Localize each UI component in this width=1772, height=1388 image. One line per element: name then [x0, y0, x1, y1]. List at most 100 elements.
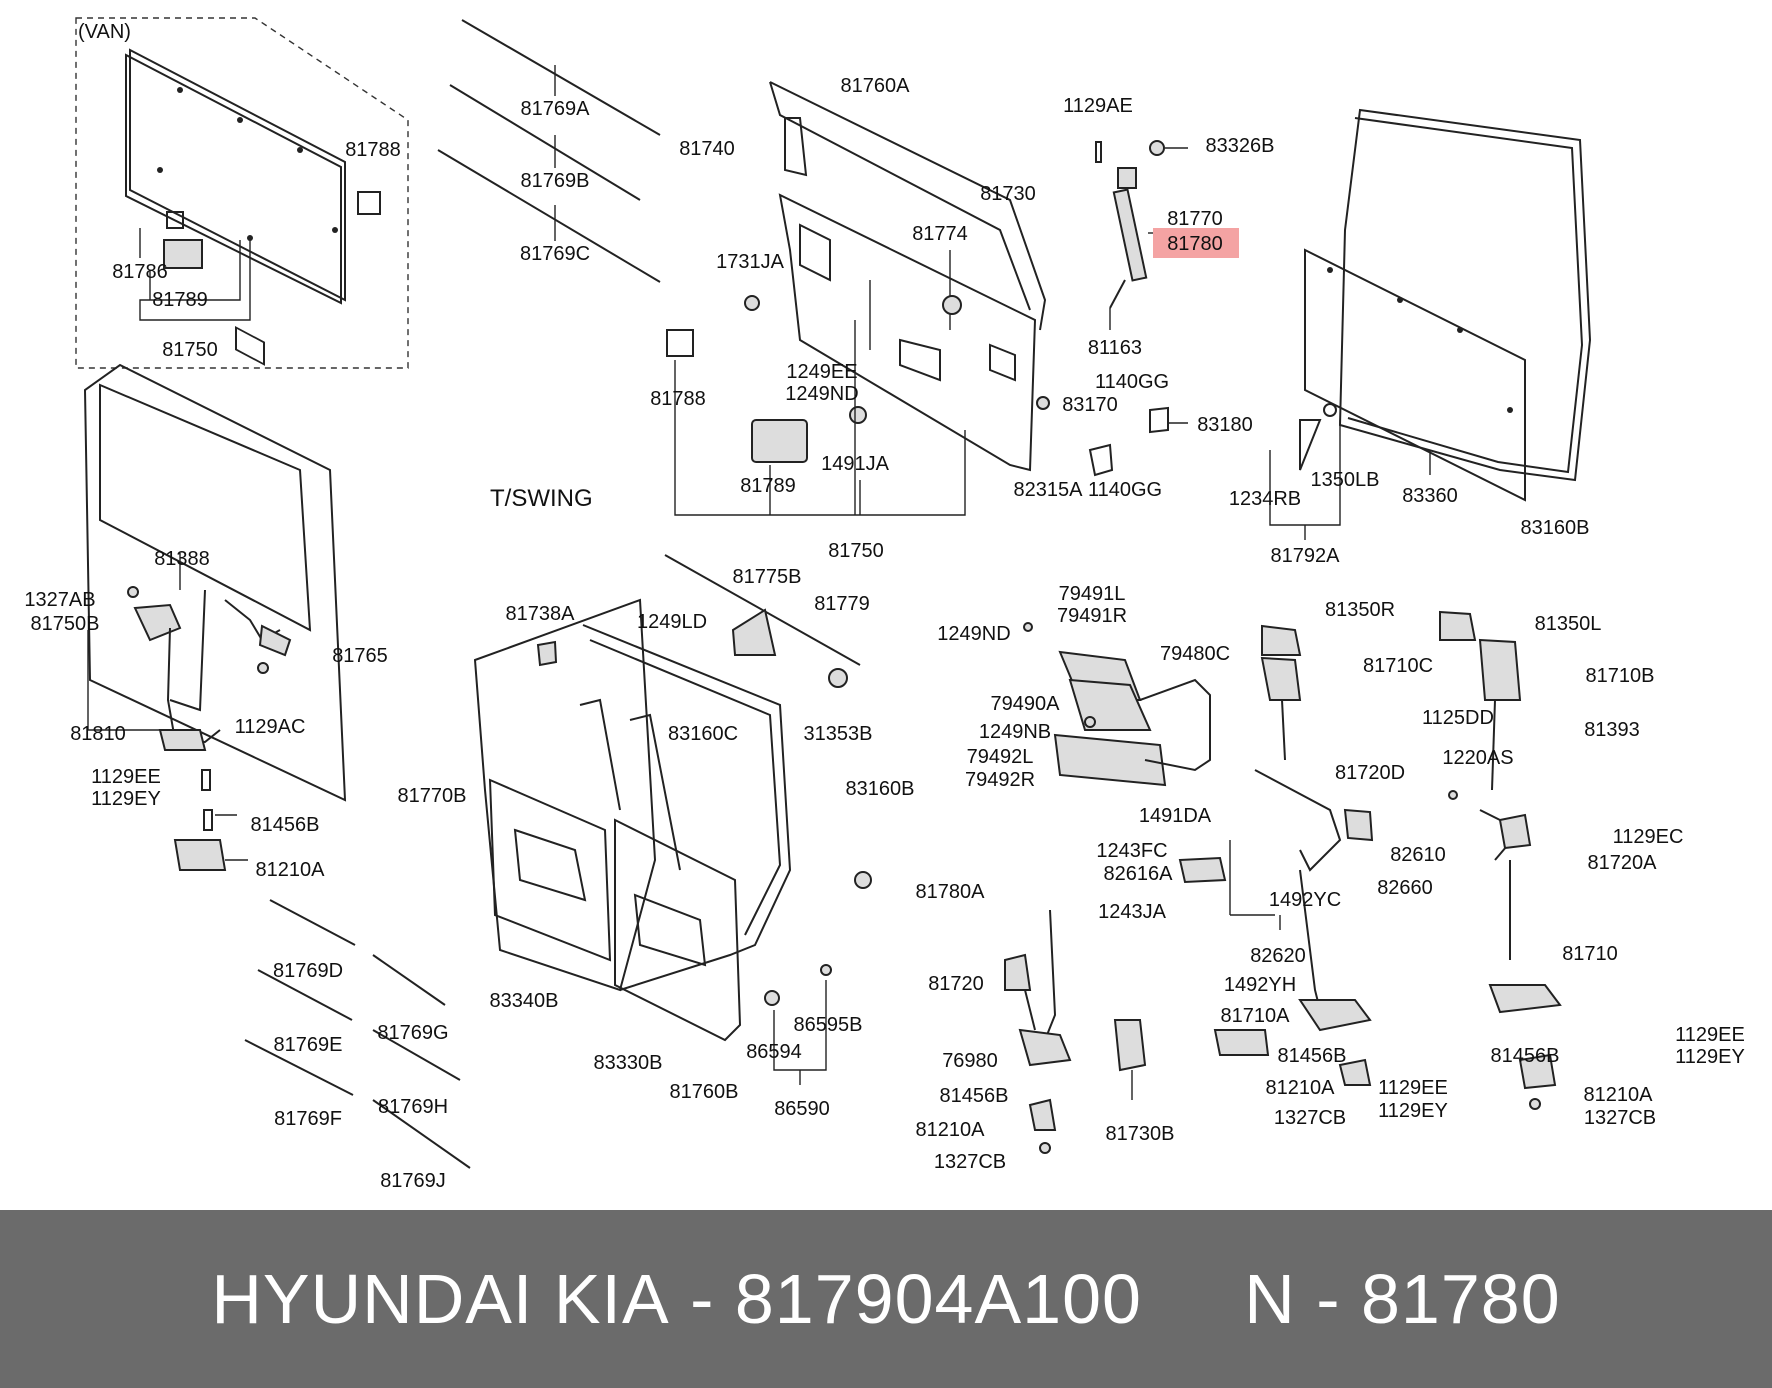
part-label-81710b: 81710B [1586, 665, 1655, 687]
part-label-81350r: 81350R [1325, 599, 1395, 621]
van-clip-81786 [166, 211, 184, 229]
clip-82315A [1036, 396, 1050, 410]
part-label-81788: 81788 [345, 139, 401, 161]
part-label-83360: 83360 [1402, 485, 1458, 507]
part-label-81770: 81770 [1167, 208, 1223, 230]
bumper-81738A [536, 640, 558, 667]
clip-31353B [828, 668, 848, 688]
part-label-81760b: 81760B [670, 1081, 739, 1103]
part-label-1129ee: 1129EE [91, 766, 161, 788]
part-label-81789: 81789 [740, 475, 796, 497]
part-label-1327cb: 1327CB [1584, 1107, 1656, 1129]
part-label-81456b: 81456B [1491, 1045, 1560, 1067]
footer-brand: HYUNDAI KIA [211, 1260, 670, 1338]
footer-separator-2: - [1295, 1260, 1361, 1338]
part-label-86595b: 86595B [794, 1014, 863, 1036]
part-label-86594: 86594 [746, 1041, 802, 1063]
part-label-81456b: 81456B [940, 1085, 1009, 1107]
part-label-1220as: 1220AS [1442, 747, 1513, 769]
clip-1491JA [849, 406, 867, 424]
part-label-79492l: 79492L [967, 746, 1034, 768]
hinge-stopper-79490 [1023, 622, 1211, 787]
footer-part-number: 817904A100 [734, 1260, 1142, 1338]
part-label-1129ae: 1129AE [1063, 95, 1133, 117]
tailgate-seal-83160B [1338, 108, 1592, 482]
part-label-79490a: 79490A [991, 693, 1061, 715]
grommet-81774 [942, 295, 962, 315]
part-label-81770b: 81770B [398, 785, 467, 807]
part-label-1492yh: 1492YH [1224, 974, 1296, 996]
part-label-83170: 83170 [1062, 394, 1118, 416]
part-label-81730: 81730 [980, 183, 1036, 205]
part-label-86590: 86590 [774, 1098, 830, 1120]
part-label-81774: 81774 [912, 223, 968, 245]
part-label-81779: 81779 [814, 593, 870, 615]
footer-text: HYUNDAI KIA - 817904A100 N - 81780 [0, 1210, 1772, 1388]
part-label-81792a: 81792A [1271, 545, 1341, 567]
part-label-1140gg: 1140GG [1088, 479, 1162, 501]
footer-gap [1142, 1259, 1244, 1339]
part-label-1129ey: 1129EY [1675, 1046, 1745, 1068]
grommet-1731JA [744, 295, 760, 311]
part-label-81769c: 81769C [520, 243, 590, 265]
part-label-1249ee: 1249EE [786, 361, 857, 383]
part-label-1327ab: 1327AB [24, 589, 95, 611]
part-label-1491da: 1491DA [1139, 805, 1212, 827]
van-leader-lines [139, 228, 251, 321]
van-trim-panel [125, 48, 346, 366]
part-label-81788: 81788 [650, 388, 706, 410]
part-label-1327cb: 1327CB [1274, 1107, 1346, 1129]
part-label-83160b: 83160B [1521, 517, 1590, 539]
part-label-83326b: 83326B [1206, 135, 1275, 157]
part-label-81350l: 81350L [1535, 613, 1602, 635]
part-label-81780a: 81780A [916, 881, 986, 903]
part-label-1129ee: 1129EE [1378, 1077, 1448, 1099]
part-label-83180: 83180 [1197, 414, 1253, 436]
screw-86595B [820, 964, 832, 976]
tension-rods-top [437, 19, 661, 283]
part-label-1243ja: 1243JA [1098, 901, 1166, 923]
tension-rods-bottom [244, 899, 471, 1169]
part-label-1129ac: 1129AC [235, 716, 306, 738]
part-label-79480c: 79480C [1160, 643, 1230, 665]
part-label-1234rb: 1234RB [1229, 488, 1301, 510]
part-label-81740: 81740 [679, 138, 735, 160]
part-label-1243fc: 1243FC [1096, 840, 1167, 862]
gas-strut-81780 [1095, 140, 1188, 330]
swing-door-frame-left [83, 363, 347, 802]
part-label-81456b: 81456B [1278, 1045, 1347, 1067]
lock-assembly-right [1178, 624, 1374, 1086]
part-label-82610: 82610 [1390, 844, 1446, 866]
part-label-81769g: 81769G [377, 1022, 448, 1044]
part-label-81710: 81710 [1562, 943, 1618, 965]
part-label-79491l: 79491L [1059, 583, 1126, 605]
swing-door-panels [473, 598, 792, 1042]
part-label-81769b: 81769B [521, 170, 590, 192]
part-label-81710a: 81710A [1221, 1005, 1291, 1027]
stopper-parts [1088, 403, 1341, 540]
part-label-76980: 76980 [942, 1050, 998, 1072]
cap-81788b [666, 329, 694, 357]
part-label-81720: 81720 [928, 973, 984, 995]
part-label-81750b: 81750B [31, 613, 100, 635]
part-label-1140gg: 1140GG [1095, 371, 1169, 393]
van-grille-81789 [163, 239, 203, 269]
part-label-81765: 81765 [332, 645, 388, 667]
parts-diagram: (VAN) T/SWING [24, 17, 1745, 1192]
striker-81775B [731, 608, 777, 656]
clip-86594 [764, 990, 780, 1006]
highlight-box [1153, 228, 1239, 258]
part-label-79492r: 79492R [965, 769, 1035, 791]
part-label-81388: 81388 [154, 548, 210, 570]
part-label-82616a: 82616A [1104, 863, 1174, 885]
part-label-1129ec: 1129EC [1613, 826, 1684, 848]
part-label-81210a: 81210A [256, 859, 326, 881]
part-label-1492yc: 1492YC [1269, 889, 1341, 911]
part-label-1129ey: 1129EY [91, 788, 161, 810]
part-label-79491r: 79491R [1057, 605, 1127, 627]
part-label-81769e: 81769E [274, 1034, 343, 1056]
clip-81780A [854, 871, 872, 889]
part-label-1350lb: 1350LB [1311, 469, 1380, 491]
tailgate-panel-83360 [1304, 248, 1526, 502]
part-label-1129ey: 1129EY [1378, 1100, 1448, 1122]
